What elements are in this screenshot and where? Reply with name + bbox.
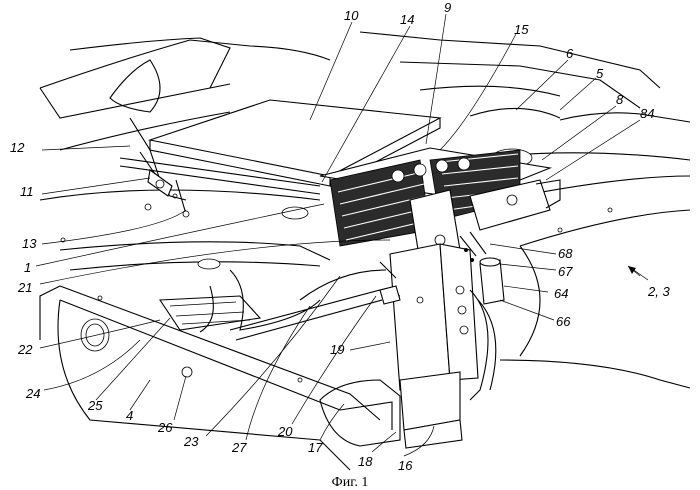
fuselage-structure <box>40 32 690 470</box>
label-25: 25 <box>87 398 103 413</box>
label-13: 13 <box>22 236 37 251</box>
label-66: 66 <box>556 314 571 329</box>
label-12: 12 <box>10 140 25 155</box>
label-9: 9 <box>444 0 451 15</box>
label-67: 67 <box>558 264 573 279</box>
label-16: 16 <box>398 458 413 473</box>
label-68: 68 <box>558 246 573 261</box>
label-14: 14 <box>400 12 414 27</box>
label-20: 20 <box>277 424 293 439</box>
label-10: 10 <box>344 8 359 23</box>
label-22: 22 <box>17 342 33 357</box>
label-5: 5 <box>596 66 604 81</box>
label-23: 23 <box>183 434 199 449</box>
gearbox-assembly <box>230 148 560 448</box>
label-15: 15 <box>514 22 529 37</box>
label-2-3: 2, 3 <box>647 284 670 299</box>
figure-caption: Фиг. 1 <box>332 475 369 490</box>
label-24: 24 <box>25 386 40 401</box>
label-8: 8 <box>616 92 624 107</box>
label-21: 21 <box>17 280 32 295</box>
label-4: 4 <box>126 408 133 423</box>
arrow-2-3-head <box>628 266 636 274</box>
label-27: 27 <box>231 440 247 455</box>
label-17: 17 <box>308 440 323 455</box>
label-1: 1 <box>24 260 31 275</box>
label-6: 6 <box>566 46 574 61</box>
label-64: 64 <box>554 286 568 301</box>
label-26: 26 <box>157 420 173 435</box>
label-84: 84 <box>640 106 654 121</box>
label-19: 19 <box>330 342 344 357</box>
label-18: 18 <box>358 454 373 469</box>
label-11: 11 <box>20 184 34 199</box>
